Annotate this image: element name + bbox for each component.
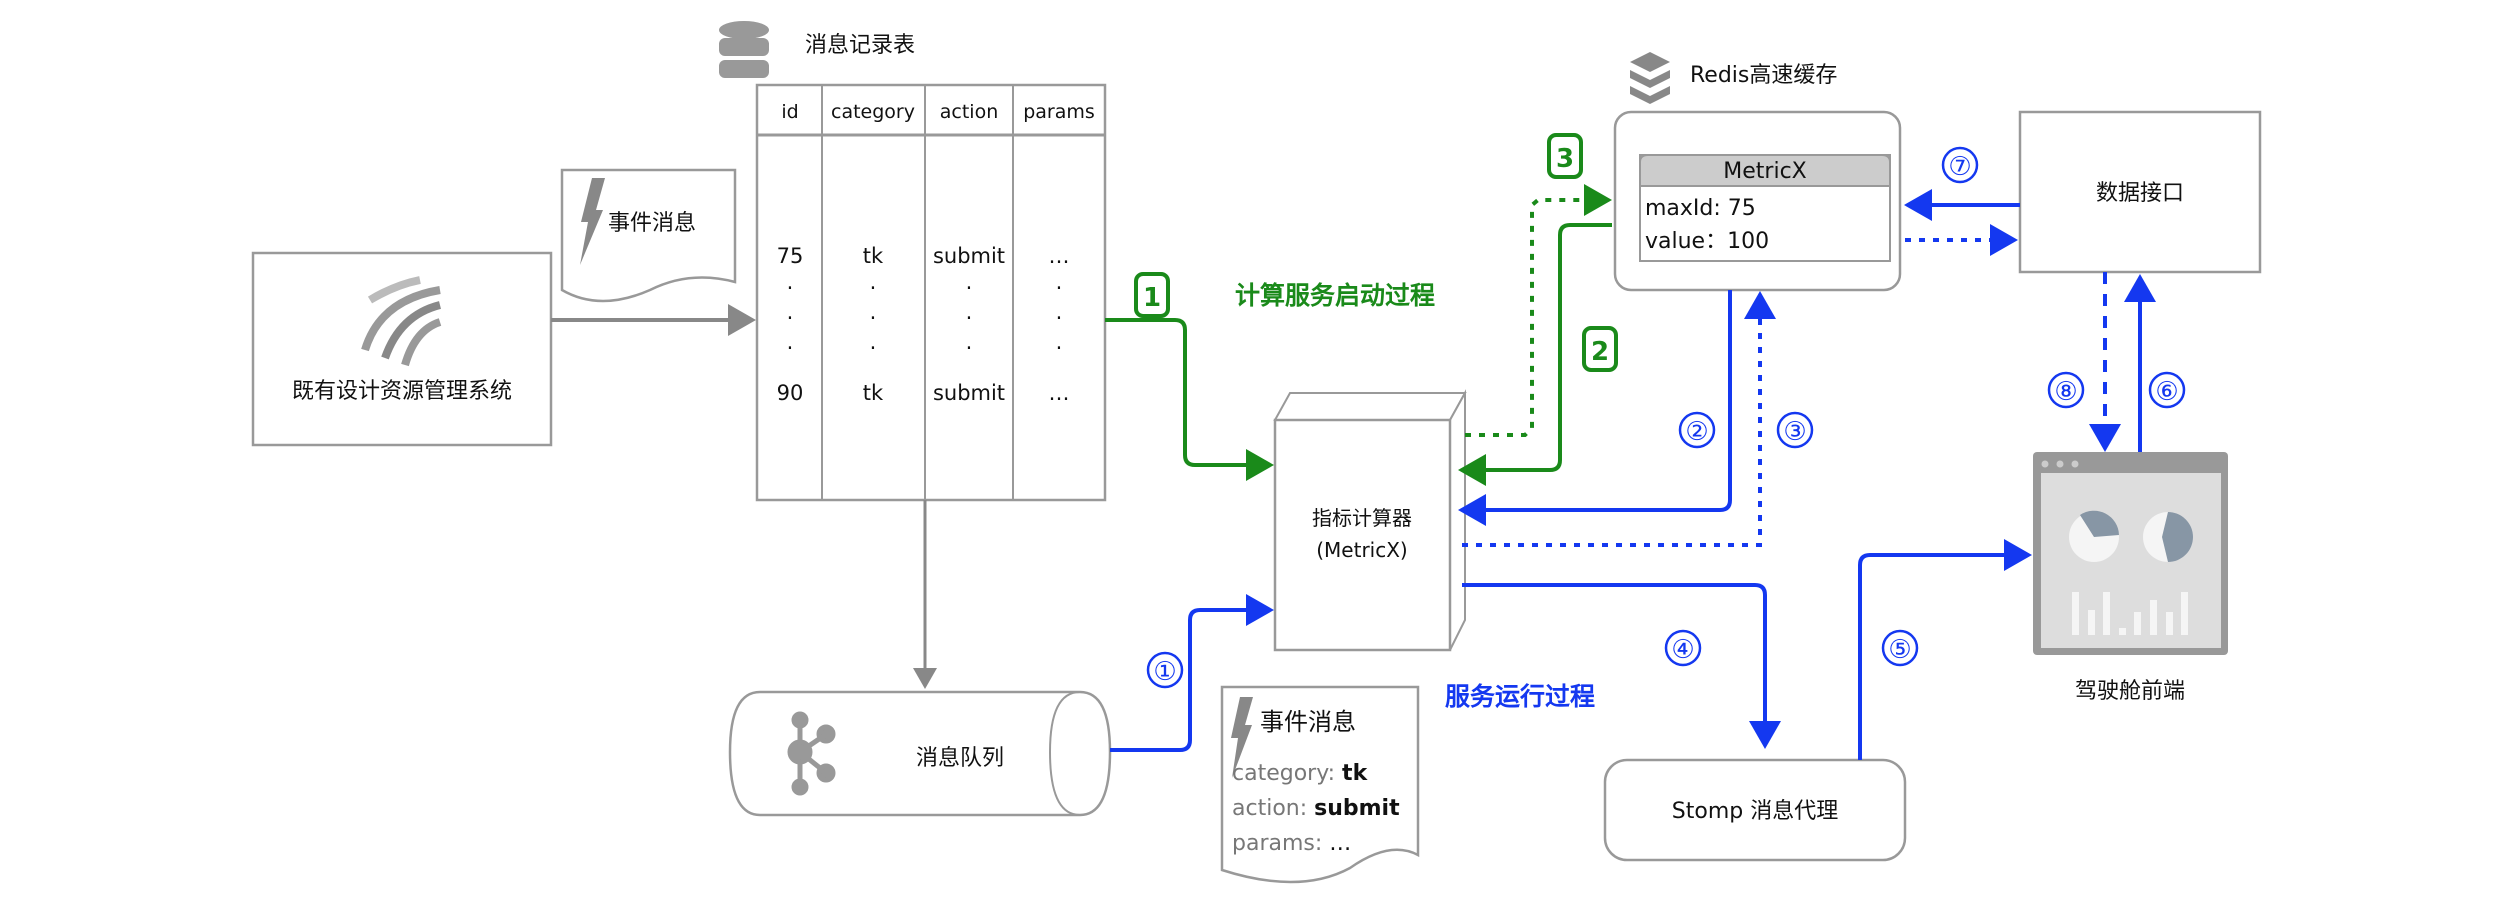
table-cell: submit — [933, 244, 1005, 268]
metric-calculator: 指标计算器 (MetricX) — [1273, 389, 1467, 652]
lightning-icon — [580, 178, 605, 265]
event-field: category: tk — [1232, 761, 1369, 786]
redis-entry-field: maxId: 75 — [1645, 196, 1756, 221]
table-cell: 90 — [777, 381, 804, 405]
runtime-flow-3 — [1462, 291, 1776, 547]
runtime-step-badge: ⑧ — [2047, 371, 2085, 409]
event-field: params: … — [1232, 831, 1351, 856]
table-title: 消息记录表 — [805, 33, 915, 58]
column-header: id — [781, 101, 798, 123]
table-cell: · — [787, 306, 794, 330]
dashboard-window-icon — [2033, 452, 2228, 655]
svg-text:⑦: ⑦ — [1948, 152, 1971, 182]
cockpit-frontend: 驾驶舱前端 — [2033, 452, 2228, 704]
svg-text:2: 2 — [1591, 337, 1609, 367]
svg-text:②: ② — [1685, 417, 1708, 447]
data-api-box: 数据接口 — [2018, 110, 2262, 274]
event-note-2: 事件消息 category: tk action: submit params:… — [1220, 685, 1420, 884]
column-header: action — [940, 101, 998, 123]
legacy-system-label: 既有设计资源管理系统 — [292, 379, 512, 404]
column-header: params — [1023, 101, 1095, 123]
svg-text:⑥: ⑥ — [2155, 377, 2178, 407]
table-cell: tk — [863, 381, 884, 405]
table-cell: 75 — [777, 244, 804, 268]
runtime-step-badge: ⑦ — [1941, 146, 1979, 184]
table-cell: · — [966, 336, 973, 360]
data-api-label: 数据接口 — [2096, 181, 2184, 206]
runtime-step-badge: ⑤ — [1881, 629, 1919, 667]
runtime-step-badge: ② — [1678, 411, 1716, 449]
event-note-1: 事件消息 — [560, 168, 737, 303]
startup-step-badge: 3 — [1547, 133, 1583, 179]
table-cell: · — [787, 336, 794, 360]
startup-flow-3 — [1465, 184, 1612, 437]
table-cell: · — [966, 276, 973, 300]
svg-text:1: 1 — [1143, 283, 1161, 313]
message-queue: 消息队列 — [728, 690, 1112, 817]
table-cell: · — [870, 306, 877, 330]
legacy-system-box: 既有设计资源管理系统 — [251, 251, 553, 447]
event-note-1-label: 事件消息 — [608, 211, 696, 236]
database-icon — [719, 21, 769, 78]
svg-text:⑧: ⑧ — [2054, 377, 2077, 407]
stripes-logo-icon — [361, 276, 442, 367]
stomp-label: Stomp 消息代理 — [1672, 799, 1838, 824]
runtime-flow-5 — [1858, 539, 2032, 760]
table-cell: · — [1056, 306, 1063, 330]
calculator-label: 指标计算器 — [1312, 506, 1412, 530]
runtime-step-badge: ④ — [1664, 629, 1702, 667]
runtime-step-badge: ③ — [1776, 411, 1814, 449]
cockpit-label: 驾驶舱前端 — [2075, 679, 2185, 704]
table-cell: · — [966, 306, 973, 330]
redis-cache: Redis高速缓存 MetricX maxId: 75 value：100 — [1613, 52, 1902, 292]
redis-entry-name: MetricX — [1723, 159, 1806, 184]
table-cell: … — [1049, 381, 1070, 405]
table-cell: tk — [863, 244, 884, 268]
svg-text:③: ③ — [1783, 417, 1806, 447]
table-cell: · — [787, 276, 794, 300]
event-note-2-label: 事件消息 — [1260, 708, 1356, 736]
stomp-broker: Stomp 消息代理 — [1603, 758, 1907, 862]
svg-text:④: ④ — [1671, 635, 1694, 665]
runtime-flow-1 — [1110, 594, 1274, 752]
runtime-flow-2 — [1458, 290, 1732, 526]
hub-icon — [787, 711, 836, 796]
table-cell: · — [1056, 276, 1063, 300]
event-field: action: submit — [1232, 796, 1400, 821]
runtime-step-badge: ① — [1146, 651, 1184, 689]
redis-icon — [1630, 52, 1670, 104]
queue-label: 消息队列 — [916, 746, 1004, 771]
svg-text:①: ① — [1153, 657, 1176, 687]
startup-flow-1 — [1105, 318, 1274, 481]
svg-text:⑤: ⑤ — [1888, 635, 1911, 665]
table-cell: … — [1049, 244, 1070, 268]
lightning-icon — [1231, 697, 1253, 778]
runtime-flow-label: 服务运行过程 — [1445, 682, 1595, 711]
runtime-step-badge: ⑥ — [2148, 371, 2186, 409]
redis-title: Redis高速缓存 — [1690, 63, 1837, 88]
startup-flow-label: 计算服务启动过程 — [1235, 281, 1435, 310]
runtime-flow-4 — [1462, 583, 1781, 749]
redis-entry-field: value：100 — [1645, 229, 1769, 254]
svg-text:3: 3 — [1556, 144, 1574, 174]
column-header: category — [831, 101, 915, 123]
message-table: 消息记录表 id category action params 75 tk subm… — [719, 21, 1107, 502]
startup-step-badge: 2 — [1582, 326, 1618, 372]
table-cell: submit — [933, 381, 1005, 405]
startup-step-badge: 1 — [1134, 272, 1170, 318]
table-cell: · — [870, 336, 877, 360]
table-cell: · — [870, 276, 877, 300]
table-cell: · — [1056, 336, 1063, 360]
startup-flow-2 — [1458, 223, 1612, 486]
calculator-sublabel: (MetricX) — [1316, 538, 1407, 562]
